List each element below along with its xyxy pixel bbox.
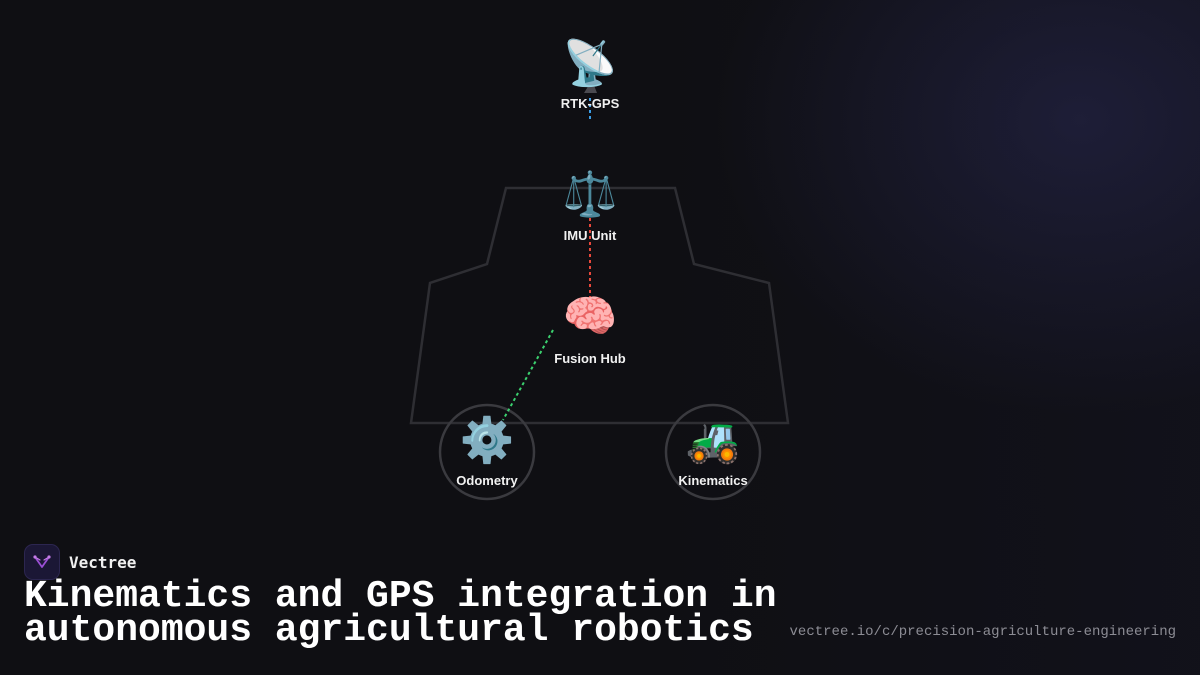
odometry-wheel-circle [438, 403, 536, 501]
vectree-logo-icon [24, 544, 60, 580]
node-kinematics: 🚜 Kinematics [678, 415, 747, 488]
edge-fusion-hub-to-odometry [502, 329, 554, 421]
brand-name: Vectree [69, 552, 137, 572]
node-label-kinematics: Kinematics [678, 473, 747, 488]
node-imu-unit: ⚖️ IMU Unit [563, 169, 618, 243]
robot-outline [409, 186, 790, 425]
satellite-dish-icon: 📡 [563, 35, 618, 89]
node-label-odometry: Odometry [456, 473, 518, 488]
antenna-mast [584, 80, 597, 93]
node-fusion-hub: 🧠 Fusion Hub [554, 291, 626, 366]
balance-scale-icon: ⚖️ [563, 169, 618, 220]
node-odometry: ⚙️ Odometry [456, 415, 518, 488]
page-title: Kinematics and GPS integration in autono… [24, 575, 777, 652]
brain-icon: 🧠 [563, 291, 618, 342]
brand: Vectree [24, 544, 136, 580]
node-label-imu-unit: IMU Unit [564, 228, 617, 243]
tractor-icon: 🚜 [686, 415, 741, 466]
source-url: vectree.io/c/precision-agriculture-engin… [789, 624, 1176, 640]
node-rtk-gps: 📡 RTK-GPS [561, 35, 620, 111]
node-label-fusion-hub: Fusion Hub [554, 351, 626, 366]
node-label-rtk-gps: RTK-GPS [561, 96, 620, 111]
gear-icon: ⚙️ [460, 415, 515, 466]
kinematics-wheel-circle [664, 403, 762, 501]
